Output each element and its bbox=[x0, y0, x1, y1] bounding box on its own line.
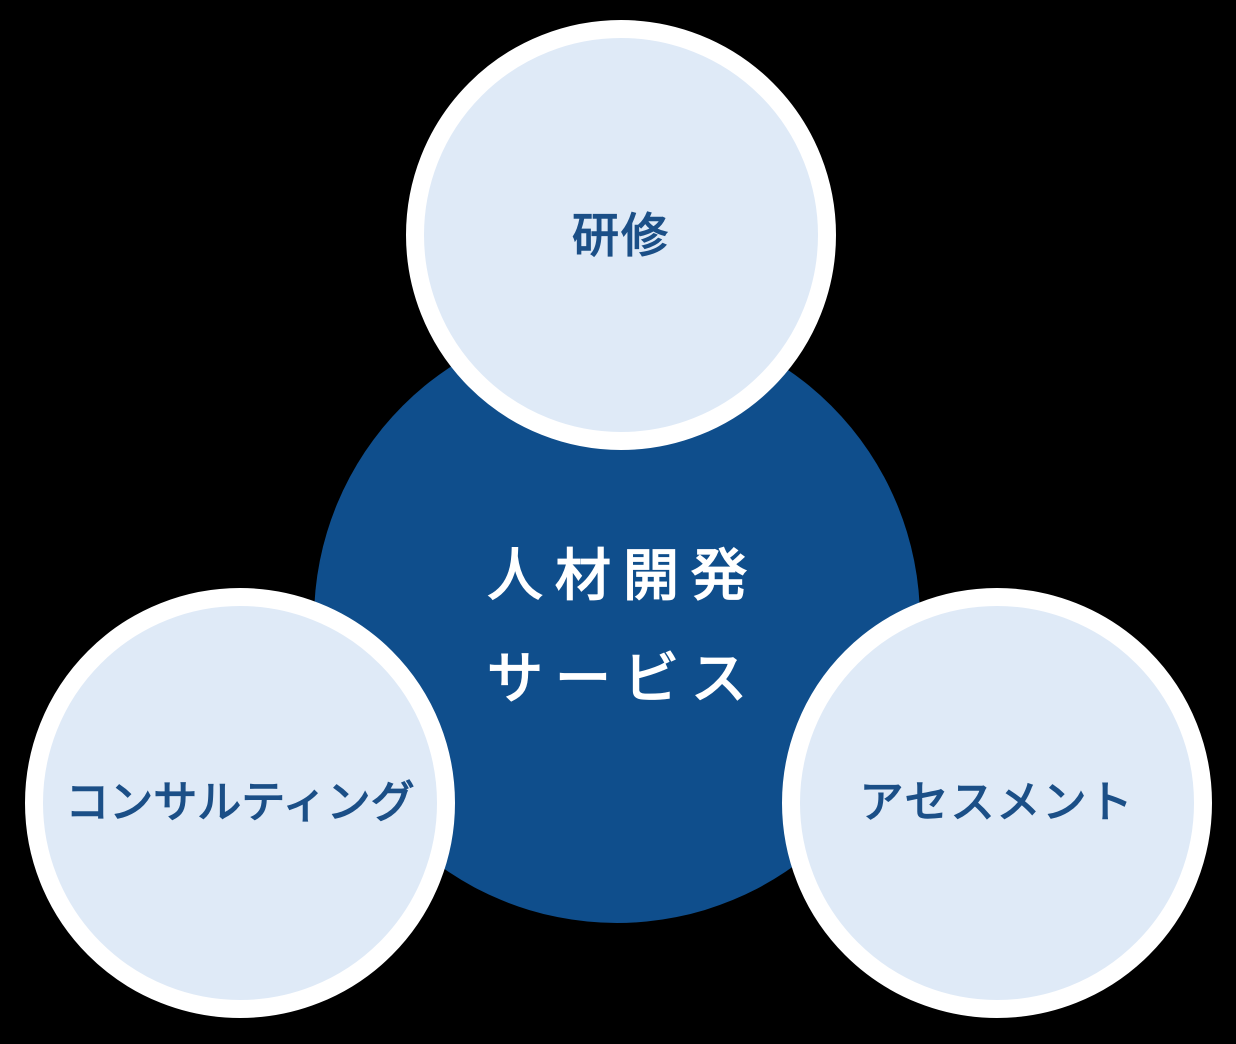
satellite-label-assessment: アセスメント bbox=[859, 778, 1135, 827]
center-label-line2: サービス bbox=[487, 646, 759, 710]
satellite-circle-training: 研修 bbox=[406, 20, 836, 450]
satellite-label-training: 研修 bbox=[572, 208, 670, 262]
satellite-label-consulting: コンサルティング bbox=[65, 778, 415, 827]
center-label-line1: 人材開発 bbox=[487, 543, 759, 607]
satellite-circle-consulting: コンサルティング bbox=[25, 588, 455, 1018]
satellite-circle-assessment: アセスメント bbox=[782, 588, 1212, 1018]
